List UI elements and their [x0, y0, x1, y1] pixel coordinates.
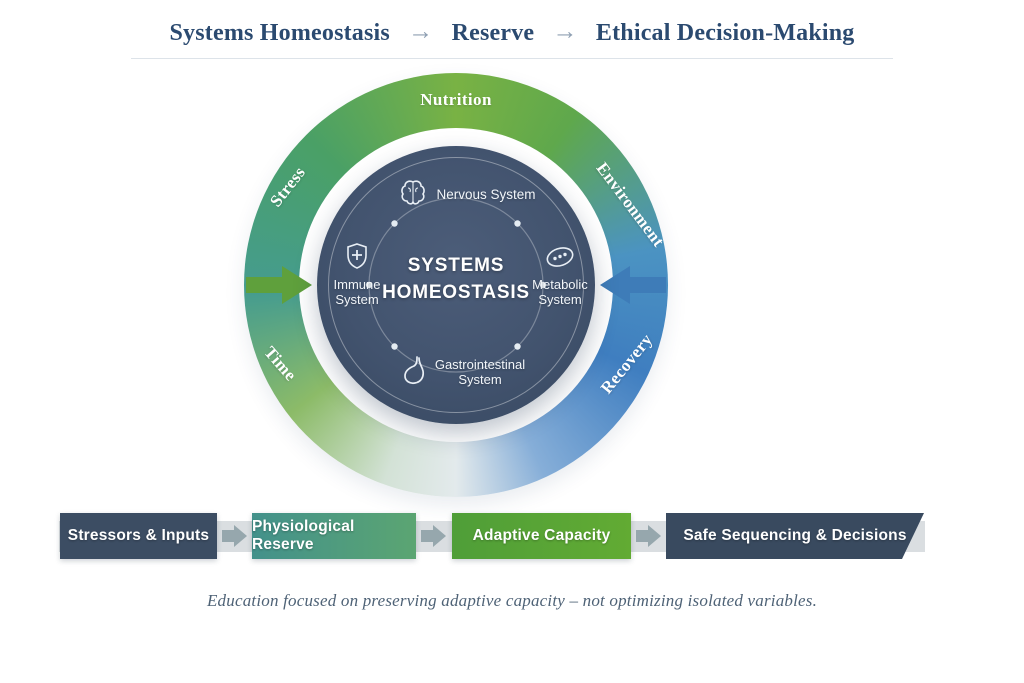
- node-nervous-label: Nervous System: [436, 186, 536, 202]
- node-connector-lines: [365, 197, 547, 373]
- arrow-right-icon: →: [552, 18, 578, 45]
- stomach-icon: [401, 355, 427, 390]
- mitochondria-icon: [520, 244, 600, 273]
- flow-arrow-icon: [222, 525, 247, 547]
- title-ethical-decision-making: Ethical Decision-Making: [595, 20, 855, 46]
- core-title: SYSTEMS HOMEOSTASIS: [376, 252, 536, 306]
- node-metabolic-system: Metabolic System: [520, 244, 600, 307]
- node-gastro-label-line1: Gastrointestinal: [434, 357, 526, 372]
- flow-step-label: Adaptive Capacity: [472, 527, 611, 544]
- shield-cross-icon: [320, 242, 394, 273]
- footer-caption: Education focused on preserving adaptive…: [206, 591, 818, 610]
- node-immune-label-line1: Immune: [333, 277, 381, 292]
- node-metabolic-label-line1: Metabolic: [532, 277, 588, 292]
- flow-step-label: Physiological Reserve: [252, 518, 355, 553]
- flow-step-stressors-inputs: Stressors & Inputs: [60, 513, 217, 559]
- flow-arrow-icon: [636, 525, 661, 547]
- flow-arrow-icon: [421, 525, 446, 547]
- node-immune-label-line2: System: [335, 292, 379, 307]
- inflow-arrow-right-icon: [600, 266, 666, 304]
- title-underline: [131, 58, 893, 59]
- node-metabolic-label-line2: System: [538, 292, 582, 307]
- node-gastro-label-line2: System: [458, 372, 502, 387]
- core-circle: [317, 146, 595, 424]
- inflow-arrow-left-icon: [246, 266, 312, 304]
- title-systems-homeostasis: Systems Homeostasis: [169, 20, 390, 46]
- flow-step-adaptive-capacity: Adaptive Capacity: [452, 513, 631, 559]
- flow-step-label: Safe Sequencing & Decisions: [683, 527, 907, 544]
- core-inner-ring: [328, 157, 584, 413]
- flow-step-label: Stressors & Inputs: [67, 527, 210, 544]
- brain-icon: [398, 179, 428, 210]
- core-title-line1: SYSTEMS: [407, 255, 505, 276]
- core-title-line2: HOMEOSTASIS: [382, 282, 530, 303]
- node-immune-system: Immune System: [320, 242, 394, 307]
- flow-step-safe-sequencing-decisions: Safe Sequencing & Decisions: [666, 513, 924, 559]
- ring-label-nutrition: Nutrition: [420, 90, 492, 109]
- node-gastrointestinal-system: Gastrointestinal System: [368, 346, 558, 398]
- title-reserve: Reserve: [451, 20, 535, 46]
- flow-step-physiological-reserve: Physiological Reserve: [252, 513, 416, 559]
- page-title: Systems Homeostasis → Reserve → Ethical …: [0, 18, 1024, 47]
- arrow-right-icon: →: [408, 18, 434, 45]
- node-nervous-system: Nervous System: [383, 176, 551, 212]
